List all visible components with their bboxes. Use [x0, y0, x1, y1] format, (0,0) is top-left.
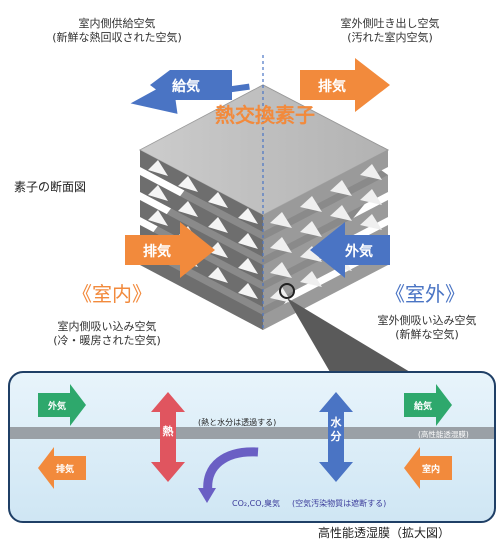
indoor-intake-label: 室内側吸い込み空気(冷・暖房された空気) [53, 320, 161, 347]
detail-exhaust-label: 排気 [56, 465, 75, 475]
heat-arrow [151, 392, 185, 482]
detail-indoor-label: 室内 [422, 465, 441, 475]
outdoor-intake-label: 室外側吸い込み空気(新鮮な空気) [377, 314, 477, 341]
detail-supply-arrow [404, 384, 452, 426]
outdoor-title: 《室外》 [385, 282, 465, 306]
detail-supply-label: 給気 [414, 402, 433, 412]
heat-label: 熱 [162, 425, 174, 438]
water-arrow [319, 392, 353, 482]
section-label: 素子の断面図 [14, 180, 87, 194]
co2-label: CO₂,CO,臭気 [232, 499, 281, 508]
exhaust-left-arrow [125, 222, 215, 278]
pollutant-return-arrow [203, 447, 259, 493]
outside-arrow-label: 外気 [345, 244, 373, 260]
exhaust-left-arrow-label: 排気 [143, 244, 171, 260]
blocked-label: (空気汚染物質は遮断する) [292, 499, 387, 508]
membrane-detail-panel [8, 371, 496, 523]
passes-label: (熱と水分は透過する) [198, 418, 277, 427]
membrane-label: (高性能透湿膜) [418, 430, 469, 439]
detail-exhaust-arrow [38, 447, 86, 489]
supply-arrow-label: 給気 [172, 79, 200, 95]
supply-arrow [130, 70, 250, 114]
outlet-air-label: 室外側吐き出し空気(汚れた室内空気) [340, 17, 440, 44]
detail-indoor-arrow [404, 447, 452, 489]
indoor-title: 《室内》 [72, 282, 152, 306]
detail-outside-air-label: 外気 [48, 402, 67, 412]
detail-outside-air-arrow [38, 384, 86, 426]
figure-caption: 高性能透湿膜（拡大図） [318, 526, 451, 540]
element-title: 熱交換素子 [215, 103, 315, 127]
water-label: 水分 [330, 416, 342, 443]
supply-air-label: 室内側供給空気(新鮮な熱回収された空気) [52, 17, 182, 44]
exhaust-top-arrow [300, 58, 390, 112]
outside-air-arrow [310, 222, 390, 278]
membrane-band [10, 427, 494, 439]
exhaust-top-arrow-label: 排気 [318, 79, 346, 95]
zoom-beam [287, 298, 410, 372]
